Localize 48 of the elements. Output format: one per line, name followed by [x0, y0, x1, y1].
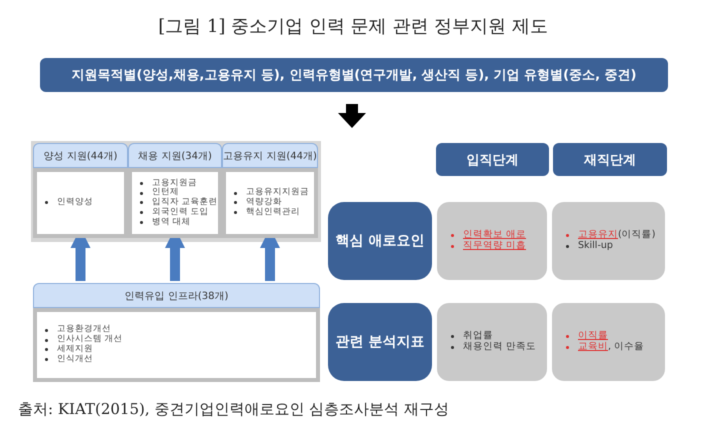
- bullet-item: 채용인력 만족도: [463, 342, 536, 353]
- bullet-item: 고용유지(이직률): [578, 230, 656, 240]
- source-caption: 출처: KIAT(2015), 중견기업인력애로요인 심층조사분석 재구성: [18, 400, 449, 419]
- bullet-item: 인력확보 애로: [463, 230, 526, 240]
- bullet-item: 취업률: [463, 331, 493, 342]
- bullet-item: Skill-up: [578, 241, 613, 252]
- bullet-item: 인력양성: [57, 198, 93, 208]
- bullet-item: 병역 대체: [152, 218, 191, 228]
- bullet-item: 인식개선: [57, 354, 93, 365]
- bullet-item: 고용유지지원금: [246, 188, 309, 198]
- stage-header: [436, 143, 549, 176]
- bullet-item: 역량강화: [246, 198, 282, 208]
- bullet-item: 이직률: [578, 331, 608, 342]
- node-label: 입직단계: [466, 152, 518, 168]
- bullet-list-panel: [33, 168, 128, 238]
- node-label: 채용 지원(34개): [138, 150, 212, 162]
- column-header: [222, 143, 318, 168]
- bullet-item: 입직자 교육훈련: [152, 198, 218, 208]
- bullet-item: 고용환경개선: [57, 325, 111, 334]
- cell-panel: [437, 202, 547, 280]
- row-header: [328, 303, 432, 381]
- column-header: [33, 143, 128, 168]
- bullet-item: 인사시스템 개선: [57, 335, 123, 344]
- cell-panel: [552, 303, 665, 381]
- banner: [40, 58, 668, 92]
- stage-header: [553, 143, 667, 176]
- bullet-list-panel: [33, 308, 320, 382]
- bullet-item: 고용지원금: [152, 178, 197, 188]
- node-label: 관련 분석지표: [336, 333, 424, 351]
- bullet-item: 교육비, 이수율: [578, 342, 644, 353]
- row-header: [328, 202, 432, 280]
- node-label: 인력유입 인프라(38개): [124, 290, 228, 302]
- bullet-item: 핵심인력관리: [246, 208, 300, 218]
- infra-header: [33, 283, 320, 308]
- node-label: 핵심 애로요인: [336, 232, 424, 250]
- node-label: 재직단계: [584, 152, 636, 168]
- node-label: 양성 지원(44개): [44, 150, 118, 162]
- bullet-item: 세제지원: [57, 345, 93, 354]
- node-label: 고용유지 지원(44개): [223, 150, 317, 162]
- bullet-list-panel: [222, 168, 318, 238]
- node-label: 지원목적별(양성,채용,고용유지 등), 인력유형별(연구개발, 생산직 등), 기업 유형별(중소, 중견): [72, 67, 636, 84]
- diagram-title: [그림 1] 중소기업 인력 문제 관련 정부지원 제도: [157, 15, 549, 38]
- cell-panel: [552, 202, 665, 280]
- column-header: [128, 143, 222, 168]
- bullet-item: 인턴제: [152, 188, 179, 198]
- bullet-item: 외국인력 도입: [152, 208, 209, 218]
- bullet-item: 직무역량 미흡: [463, 241, 526, 252]
- cell-panel: [437, 303, 547, 381]
